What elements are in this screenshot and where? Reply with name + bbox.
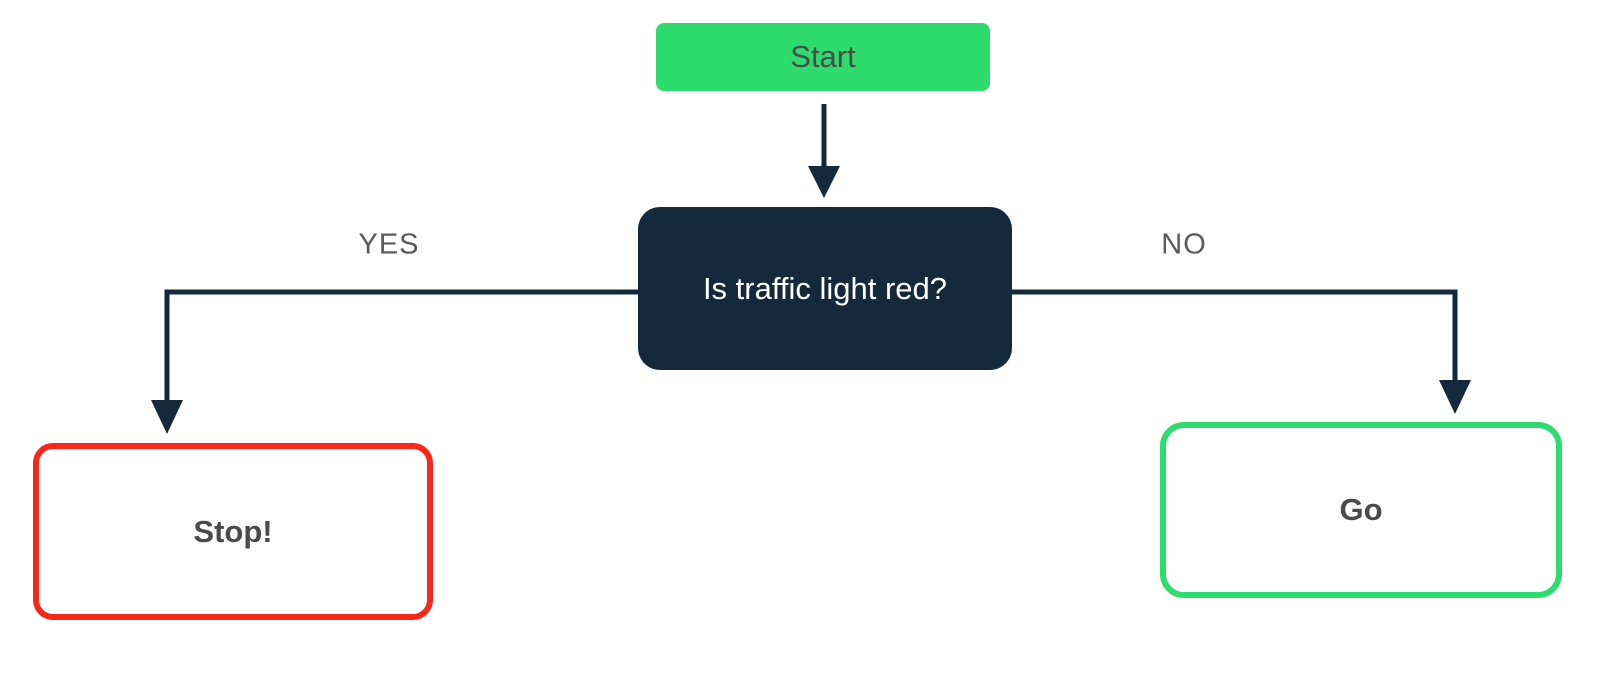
node-go: Go <box>1160 422 1562 598</box>
arrow-down-icon <box>1439 380 1471 414</box>
node-start-label: Start <box>790 39 856 74</box>
node-go-label: Go <box>1339 492 1383 527</box>
yes-connector <box>151 289 638 434</box>
node-decision-label: Is traffic light red? <box>702 270 948 306</box>
edge-label-no: NO <box>1161 228 1207 261</box>
arrow-down-icon <box>151 400 183 434</box>
arrow-down-icon <box>808 166 840 198</box>
arrow-start-to-decision <box>808 104 840 198</box>
edge-label-yes: YES <box>358 228 420 261</box>
node-decision: Is traffic light red? <box>638 207 1012 370</box>
node-stop-label: Stop! <box>193 513 273 549</box>
yes-connector-line <box>164 289 638 402</box>
node-start: Start <box>656 23 990 91</box>
no-connector-line <box>1012 289 1458 382</box>
node-stop: Stop! <box>33 443 433 620</box>
no-connector <box>1012 289 1471 414</box>
